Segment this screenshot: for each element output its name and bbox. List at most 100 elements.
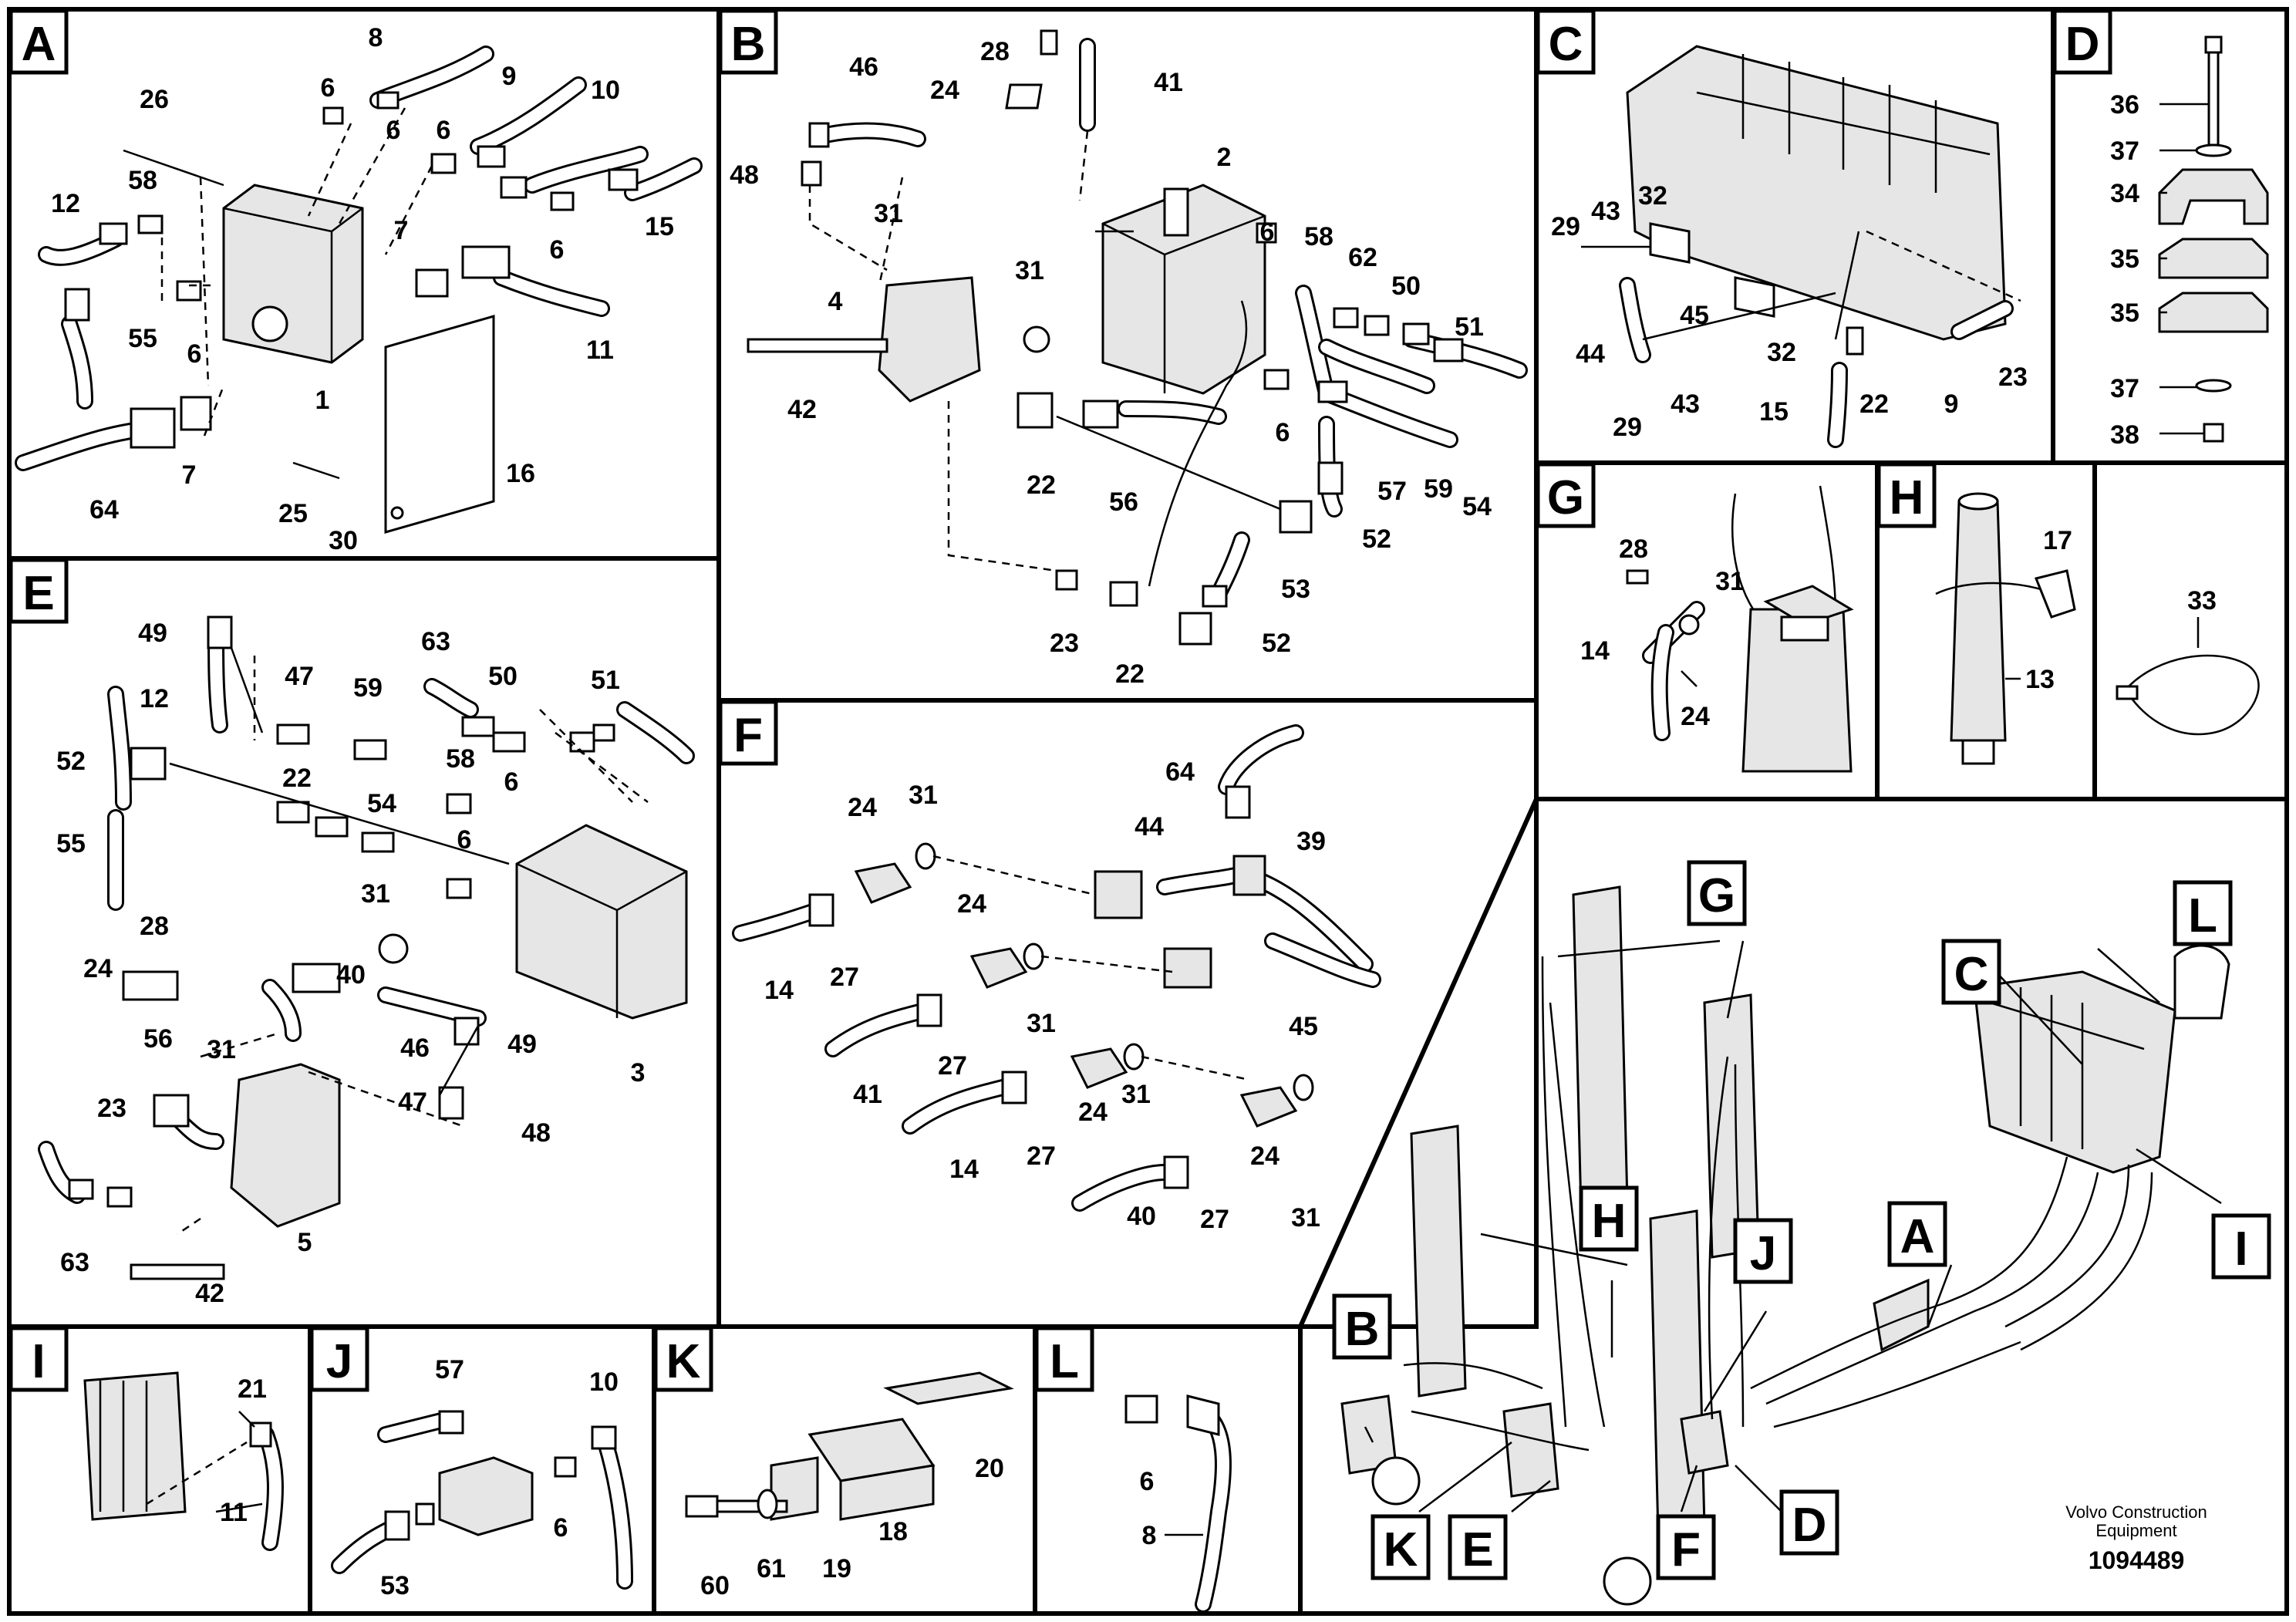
footer: Volvo Construction Equipment 1094489 (2065, 1502, 2207, 1574)
part-number-label: 28 (1619, 534, 1648, 564)
panel-letter-I: I (8, 1326, 69, 1392)
panel-I-labels: 21 11 (220, 1374, 267, 1527)
overview-callout-letter: G (1698, 869, 1735, 922)
part-number-label: 57 (435, 1355, 464, 1384)
part-number-label: 62 (1348, 243, 1377, 272)
panel-letter-K: K (653, 1326, 713, 1392)
panel-L-drawing (1124, 1394, 1232, 1613)
panel-letter-G: G (1536, 462, 1596, 528)
part-number-label: 42 (787, 395, 817, 424)
part-number-label: 40 (1127, 1202, 1156, 1231)
part-number-label: 16 (506, 459, 535, 488)
part-number-label: 24 (1681, 702, 1710, 731)
panel-E-labels: 49 63 12 47 59 50 51 52 22 58 6 55 54 6 … (56, 619, 645, 1308)
part-number-label: 25 (278, 499, 308, 528)
part-number-label: 22 (282, 764, 312, 793)
part-number-label: 27 (1200, 1205, 1229, 1234)
part-number-label: 24 (1078, 1098, 1108, 1127)
part-number-label: 29 (1613, 413, 1642, 442)
part-number-label: 63 (60, 1248, 89, 1277)
part-number-label: 35 (2110, 298, 2139, 328)
part-number-label: 64 (89, 495, 119, 524)
part-number-label: 56 (1109, 487, 1138, 517)
part-number-label: 55 (128, 324, 157, 353)
panel-H-drawing (1935, 492, 2076, 765)
part-number-label: 56 (143, 1024, 173, 1054)
panel-letter-F: F (718, 700, 778, 766)
part-number-label: 6 (386, 116, 401, 145)
part-number-label: 52 (1362, 524, 1391, 554)
part-number-label: 5 (298, 1228, 312, 1257)
part-number-label: 60 (700, 1571, 730, 1600)
panel-letter-text: C (1549, 18, 1583, 71)
part-number-label: 23 (1998, 363, 2028, 392)
part-number-label: 32 (1638, 181, 1667, 211)
part-number-label: 24 (930, 76, 959, 105)
part-number-label: 4 (828, 287, 843, 316)
part-number-label: 59 (353, 673, 383, 703)
part-number-label: 9 (502, 62, 517, 91)
part-number-label: 61 (757, 1554, 786, 1583)
part-number-label: 6 (1276, 418, 1290, 447)
panel-F-drawing (732, 724, 1381, 1212)
part-number-label: 27 (830, 963, 859, 992)
part-number-label: 27 (938, 1051, 967, 1081)
part-number-label: 23 (97, 1094, 126, 1123)
overview-callout-I: I (2211, 1213, 2271, 1280)
part-number-label: 35 (2110, 244, 2139, 274)
part-number-label: 31 (361, 879, 390, 909)
part-number-label: 15 (1759, 397, 1789, 427)
part-number-label: 2 (1217, 143, 1232, 172)
part-number-label: 22 (1859, 389, 1889, 419)
part-number-label: 23 (1050, 629, 1079, 658)
panel-J-labels: 57 10 6 53 (380, 1355, 619, 1600)
panel-letter-A: A (8, 8, 69, 75)
part-number-label: 24 (1250, 1141, 1279, 1171)
overview-callout-letter: D (1792, 1499, 1827, 1552)
part-number-label: 55 (56, 829, 86, 858)
part-number-label: 31 (1121, 1080, 1151, 1109)
overview-callout-A: A (1887, 1201, 1947, 1267)
part-number-label: 19 (822, 1554, 851, 1583)
part-number-label: 38 (2110, 420, 2139, 450)
panel-G-labels: 28 31 14 24 (1580, 534, 1745, 731)
part-number-label: 6 (1260, 218, 1275, 247)
part-number-label: 59 (1424, 474, 1453, 504)
part-number-label: 50 (488, 662, 518, 691)
part-number-label: 17 (2043, 526, 2072, 555)
panel-I-drawing (83, 1371, 284, 1551)
panel-F-labels: 64 24 31 39 44 24 14 27 45 31 41 27 24 3… (764, 757, 1326, 1234)
panel-letter-text: L (1050, 1335, 1079, 1388)
part-number-label: 11 (586, 336, 614, 365)
panel-letter-C: C (1536, 8, 1596, 75)
part-number-label: 43 (1671, 389, 1700, 419)
brand-line2: Equipment (2095, 1521, 2176, 1540)
part-number-label: 6 (504, 767, 519, 797)
brand-line1: Volvo Construction (2065, 1502, 2207, 1522)
part-number-label: 54 (1462, 492, 1492, 521)
part-number-label: 10 (589, 1367, 619, 1397)
part-number-label: 43 (1591, 197, 1620, 226)
part-number-label: 6 (437, 116, 451, 145)
part-number-label: 48 (521, 1118, 551, 1148)
overview-callout-letter: B (1345, 1303, 1380, 1356)
part-number-label: 7 (182, 460, 197, 490)
part-number-label: 49 (507, 1030, 537, 1059)
part-number-label: 28 (140, 912, 169, 941)
overview-callout-letter: F (1671, 1523, 1701, 1576)
part-number-label: 33 (2187, 586, 2217, 615)
panel-tie-drawing (2116, 617, 2260, 736)
part-number-label: 6 (1140, 1467, 1155, 1496)
part-number-label: 57 (1377, 477, 1407, 506)
part-number-label: 51 (591, 666, 620, 695)
panel-letter-H: H (1876, 462, 1937, 528)
panel-K-labels: 20 18 60 61 19 (700, 1454, 1004, 1600)
part-number-label: 52 (1262, 629, 1291, 658)
part-number-label: 53 (1281, 575, 1310, 604)
panel-A-drawing (15, 46, 703, 534)
panel-E-drawing (38, 615, 695, 1280)
part-number-label: 12 (140, 684, 169, 713)
part-number-label: 21 (238, 1374, 267, 1404)
overview-callout-L: L (2173, 880, 2233, 946)
